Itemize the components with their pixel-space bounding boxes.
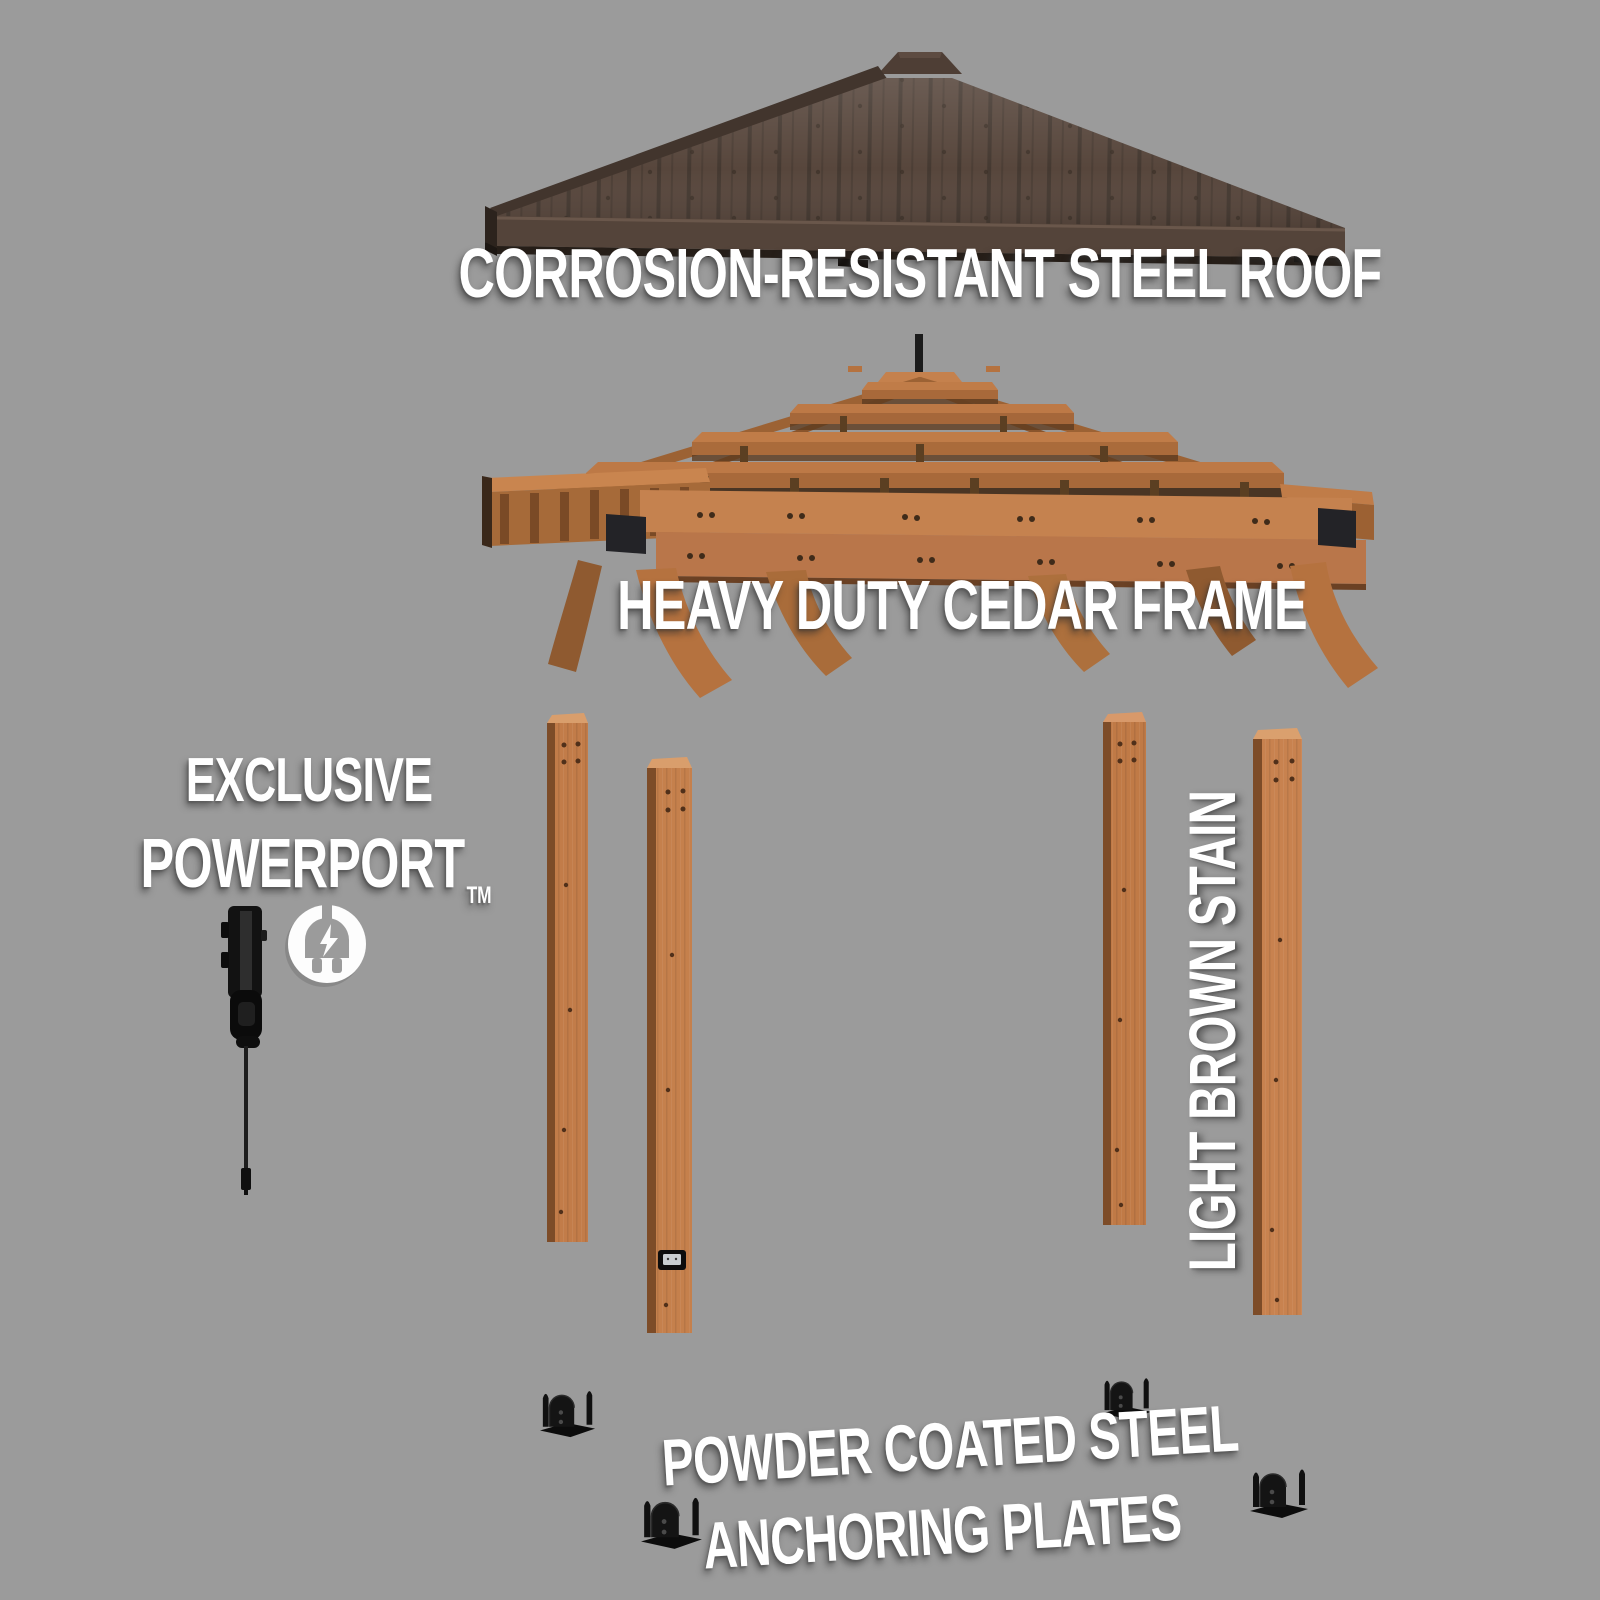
post-back-left [547, 713, 588, 1242]
anchor-plate-1 [539, 1390, 596, 1438]
powerport-callout-line2: POWERPORTTM [72, 828, 560, 908]
power-plug-icon [285, 903, 366, 987]
frame-callout-label: HEAVY DUTY CEDAR FRAME [483, 570, 1441, 640]
post-front-left [647, 757, 692, 1333]
steel-roof-graphic [485, 52, 1346, 268]
roof-callout-label: CORROSION-RESISTANT STEEL ROOF [279, 238, 1561, 308]
frame-callout-text: HEAVY DUTY CEDAR FRAME [617, 566, 1308, 644]
cedar-frame-graphic [482, 334, 1378, 698]
powerport-device [221, 906, 267, 1195]
powerport-line1-text: EXCLUSIVE [185, 746, 433, 815]
stain-callout-label: LIGHT BROWN STAIN [1175, 697, 1249, 1364]
roof-callout-text: CORROSION-RESISTANT STEEL ROOF [458, 234, 1383, 312]
post-front-right [1253, 728, 1302, 1315]
powerport-line2-text: POWERPORT [140, 824, 465, 902]
post-back-right [1103, 712, 1146, 1225]
power-outlet [658, 1250, 686, 1270]
powerport-callout-line1: EXCLUSIVE [138, 750, 480, 812]
stain-callout-text: LIGHT BROWN STAIN [1175, 790, 1249, 1272]
trademark-symbol: TM [466, 882, 492, 909]
